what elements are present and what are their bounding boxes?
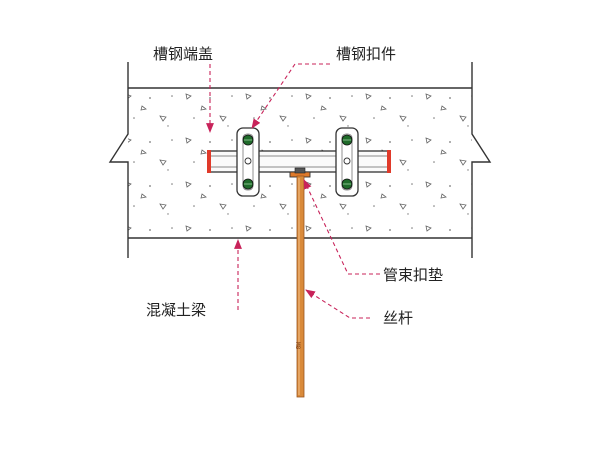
beam-right-break [471,62,492,258]
washer-nut [294,167,306,174]
clamp-slot [341,133,353,191]
label-channel-clamp: 槽钢扣件 [336,45,396,63]
channel-end-cap-left [207,150,211,173]
labels: 槽钢端盖 槽钢扣件 管束扣垫 混凝土梁 丝杆 [146,45,443,327]
channel-clamp-left [236,127,260,197]
rod-body [296,175,305,398]
leader-clamp [251,63,330,129]
leader-rod [305,289,370,319]
beam-left-break [108,62,129,258]
channel-end-cap-right [387,150,391,173]
leader-washer [303,179,380,275]
center-hole [244,157,252,165]
leader-lines [206,63,380,319]
label-concrete-beam: 混凝土梁 [146,301,206,319]
threaded-rod: M8 [294,175,305,398]
label-channel-end-cap: 槽钢端盖 [153,45,213,63]
clamp-slot [242,133,254,191]
center-hole [343,157,351,165]
rod-marking-text: M8 [294,342,301,350]
label-pipe-clamp-washer: 管束扣垫 [383,266,443,284]
label-threaded-rod: 丝杆 [383,309,413,327]
channel-clamp-right [335,127,359,197]
